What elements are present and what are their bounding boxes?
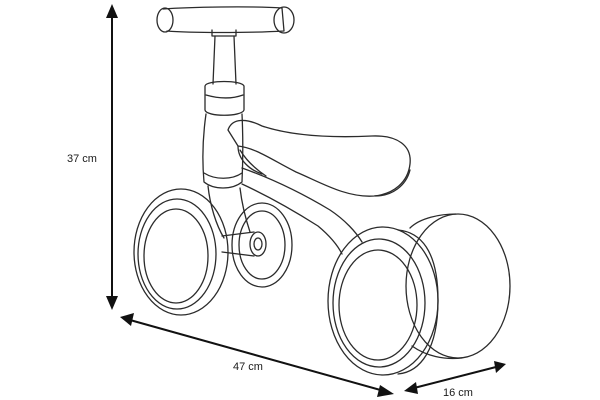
head-tube-ring [203,172,243,179]
width-arrow-line [413,366,497,389]
width-label: 16 cm [443,387,473,399]
rear-right-wheel [405,213,511,360]
handlebar-left-grip [156,7,174,33]
seat-mount [239,149,267,177]
width-dimension [404,361,506,394]
seat [227,119,411,197]
axle-hub-cap [249,231,267,257]
front-left-tire-inner [137,198,217,310]
frame-top-tube [241,167,363,243]
rear-left-wheel [327,226,439,376]
steering-stem [212,35,237,85]
seat-rim [237,145,411,197]
handlebar-clamp [211,29,237,37]
seat-top [227,119,411,197]
handlebar [156,6,295,37]
height-arrow-head-top [106,4,118,18]
steering-collar-ring [205,94,244,99]
front-left-rim [143,208,209,304]
rear-right-tire-side [409,213,463,360]
rear-right-tire-outer [405,213,511,359]
width-arrow-head-left [404,382,418,394]
length-dimension [120,313,394,397]
length-arrow-head-left [120,313,134,326]
length-label: 47 cm [233,361,263,373]
steering-column [202,35,245,189]
height-label: 37 cm [67,153,97,165]
rear-left-tire-inner [332,238,426,368]
front-left-tire-outer [133,188,229,316]
axle-hub-center [253,237,263,251]
head-tube [202,113,244,189]
rear-left-tire-tread [397,229,439,375]
frame-bottom-tube [241,183,343,255]
front-axle [221,202,293,288]
rear-left-rim [338,249,418,361]
length-arrow-line [129,319,385,392]
width-arrow-head-right [494,361,506,373]
height-dimension [106,4,118,310]
handlebar-right-grip [273,6,295,34]
handlebar-bar [162,6,285,34]
front-left-wheel [133,188,229,316]
rear-left-tire-outer [327,226,439,376]
front-right-wheel-inner [238,210,286,280]
axle-bar [221,231,255,257]
height-arrow-head-bottom [106,296,118,310]
steering-collar [204,80,245,116]
balance-bike-drawing [133,6,511,376]
front-right-wheel-outer [231,202,293,288]
length-arrow-head-right [377,385,394,397]
